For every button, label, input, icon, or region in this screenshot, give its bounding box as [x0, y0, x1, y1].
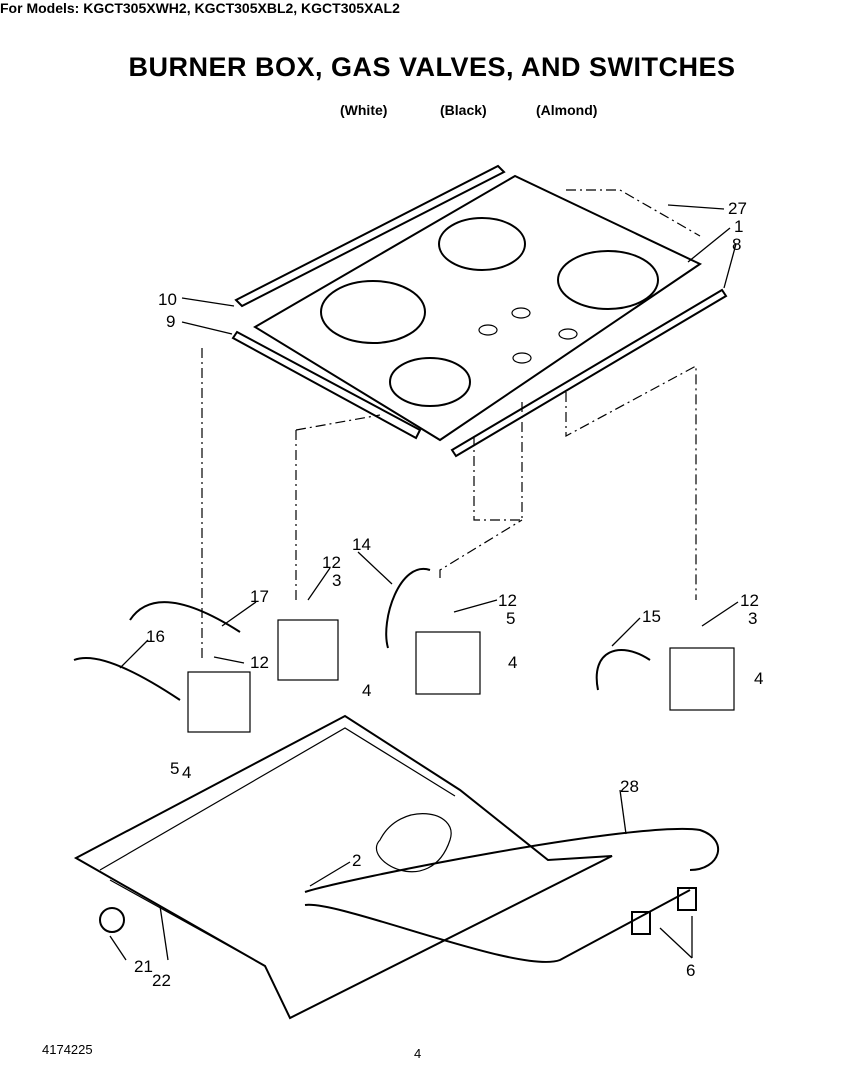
callout-15: 15 — [642, 607, 661, 626]
callout-9: 9 — [166, 312, 175, 331]
color-almond: (Almond) — [536, 102, 598, 118]
callout-12-a: 12 — [322, 553, 341, 572]
callout-27: 27 — [728, 199, 747, 218]
callout-28: 28 — [620, 777, 639, 796]
callout-21: 21 — [134, 957, 153, 976]
callout-14: 14 — [352, 535, 371, 554]
callout-3-a: 3 — [332, 571, 341, 590]
callout-4-c: 4 — [754, 669, 763, 688]
manifold-tube — [304, 827, 720, 963]
models-line: For Models: KGCT305XWH2, KGCT305XBL2, KG… — [0, 0, 400, 16]
switches — [99, 887, 697, 935]
callout-2: 2 — [352, 851, 361, 870]
callout-17: 17 — [250, 587, 269, 606]
guide-lines — [201, 189, 701, 660]
callout-12-b: 12 — [498, 591, 517, 610]
burner-box — [73, 714, 613, 1020]
callout-4-d: 4 — [182, 763, 191, 782]
page-title: BURNER BOX, GAS VALVES, AND SWITCHES — [128, 52, 736, 82]
callout-6: 6 — [686, 961, 695, 980]
gas-valves — [187, 619, 735, 733]
trim-strips — [231, 164, 728, 458]
color-black: (Black) — [440, 102, 487, 118]
callout-5-a: 5 — [506, 609, 515, 628]
callout-22: 22 — [152, 971, 171, 990]
tubes — [73, 567, 651, 701]
callout-8: 8 — [732, 235, 741, 254]
callout-4-a: 4 — [508, 653, 517, 672]
callout-16: 16 — [146, 627, 165, 646]
callout-12-d: 12 — [740, 591, 759, 610]
callout-1: 1 — [734, 217, 743, 236]
color-white: (White) — [340, 102, 388, 118]
callout-4-b: 4 — [362, 681, 371, 700]
part-number: 4174225 — [42, 1042, 93, 1057]
callout-3-b: 3 — [748, 609, 757, 628]
callout-10: 10 — [158, 290, 177, 309]
callout-5-b: 5 — [170, 759, 179, 778]
page-number: 4 — [414, 1046, 422, 1061]
callout-leaders — [109, 204, 739, 961]
callout-12-c: 12 — [250, 653, 269, 672]
cooktop-panel — [253, 174, 703, 442]
